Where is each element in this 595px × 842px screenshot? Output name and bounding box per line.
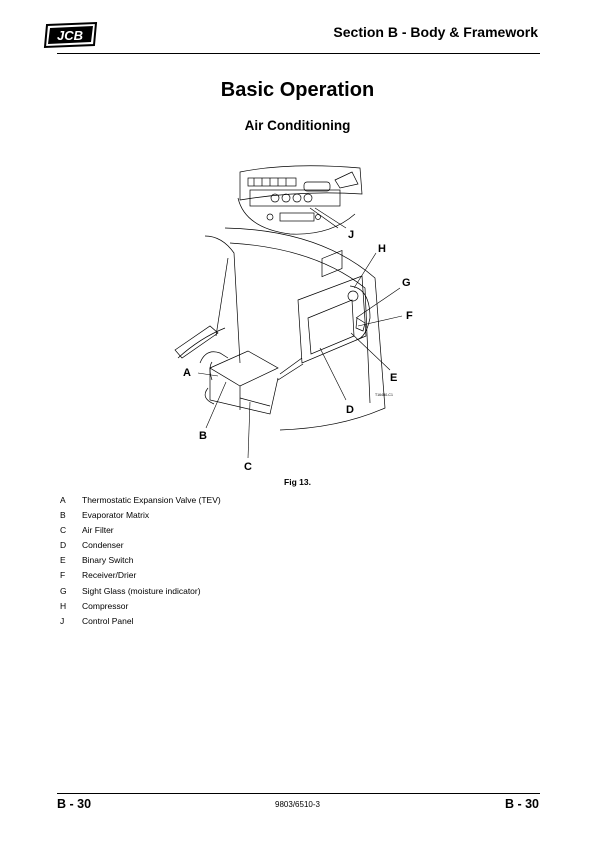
- page-title: Basic Operation: [220, 79, 375, 101]
- air-conditioning-illustration: T164B0-C1 J H G F E D A B C: [174, 165, 413, 473]
- footer-rule: [57, 793, 540, 794]
- document-number: 9803/6510-3: [275, 800, 320, 809]
- page-number-right: B - 30: [504, 797, 539, 811]
- header-rule: [57, 53, 540, 54]
- callout-b: B: [199, 430, 207, 442]
- page-subtitle: Air Conditioning: [244, 118, 351, 133]
- callout-g: G: [402, 277, 411, 289]
- callout-a: A: [183, 367, 191, 379]
- callout-j: J: [348, 229, 354, 241]
- svg-text:T164B0-C1: T164B0-C1: [375, 393, 393, 397]
- callout-c: C: [244, 461, 252, 473]
- svg-text:JCB: JCB: [57, 28, 83, 43]
- callout-d: D: [346, 404, 354, 416]
- callout-h: H: [378, 243, 386, 255]
- callout-f: F: [406, 310, 413, 322]
- figure-caption: Fig 13.: [284, 477, 311, 487]
- jcb-logo: JCB: [43, 21, 98, 49]
- page-number-left: B - 30: [57, 797, 92, 811]
- callout-e: E: [390, 372, 397, 384]
- section-title: Section B - Body & Framework: [333, 24, 538, 40]
